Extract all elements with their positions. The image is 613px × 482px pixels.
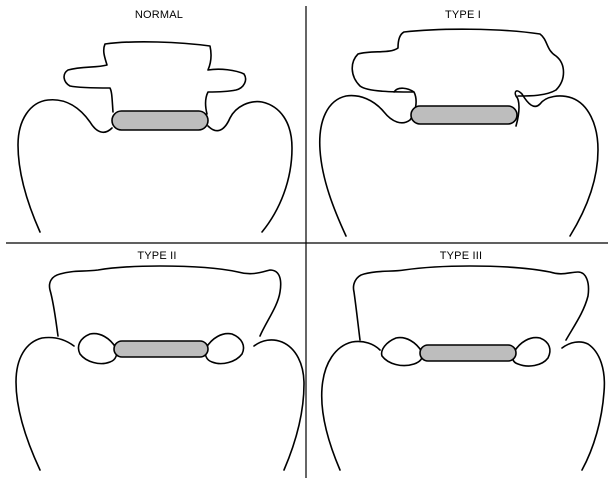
left-transverse-mass-type-2 — [78, 334, 116, 364]
panel-type-2 — [16, 266, 304, 470]
panel-type-3 — [322, 266, 605, 470]
l5-vertebra-type-2 — [49, 266, 280, 336]
l5-vertebra-type-3 — [353, 266, 588, 340]
right-transverse-mass-type-3 — [513, 338, 550, 366]
l5-vertebra-normal — [64, 42, 246, 114]
l5-vertebra-type-1 — [352, 29, 563, 96]
disc-type-2 — [114, 341, 208, 357]
disc-type-3 — [420, 345, 516, 361]
right-transverse-mass-type-2 — [205, 334, 243, 364]
disc-normal — [112, 111, 208, 130]
disc-type-1 — [411, 106, 517, 124]
left-transverse-mass-type-3 — [382, 338, 423, 366]
panel-normal — [18, 42, 292, 232]
panel-type-1 — [320, 29, 598, 236]
